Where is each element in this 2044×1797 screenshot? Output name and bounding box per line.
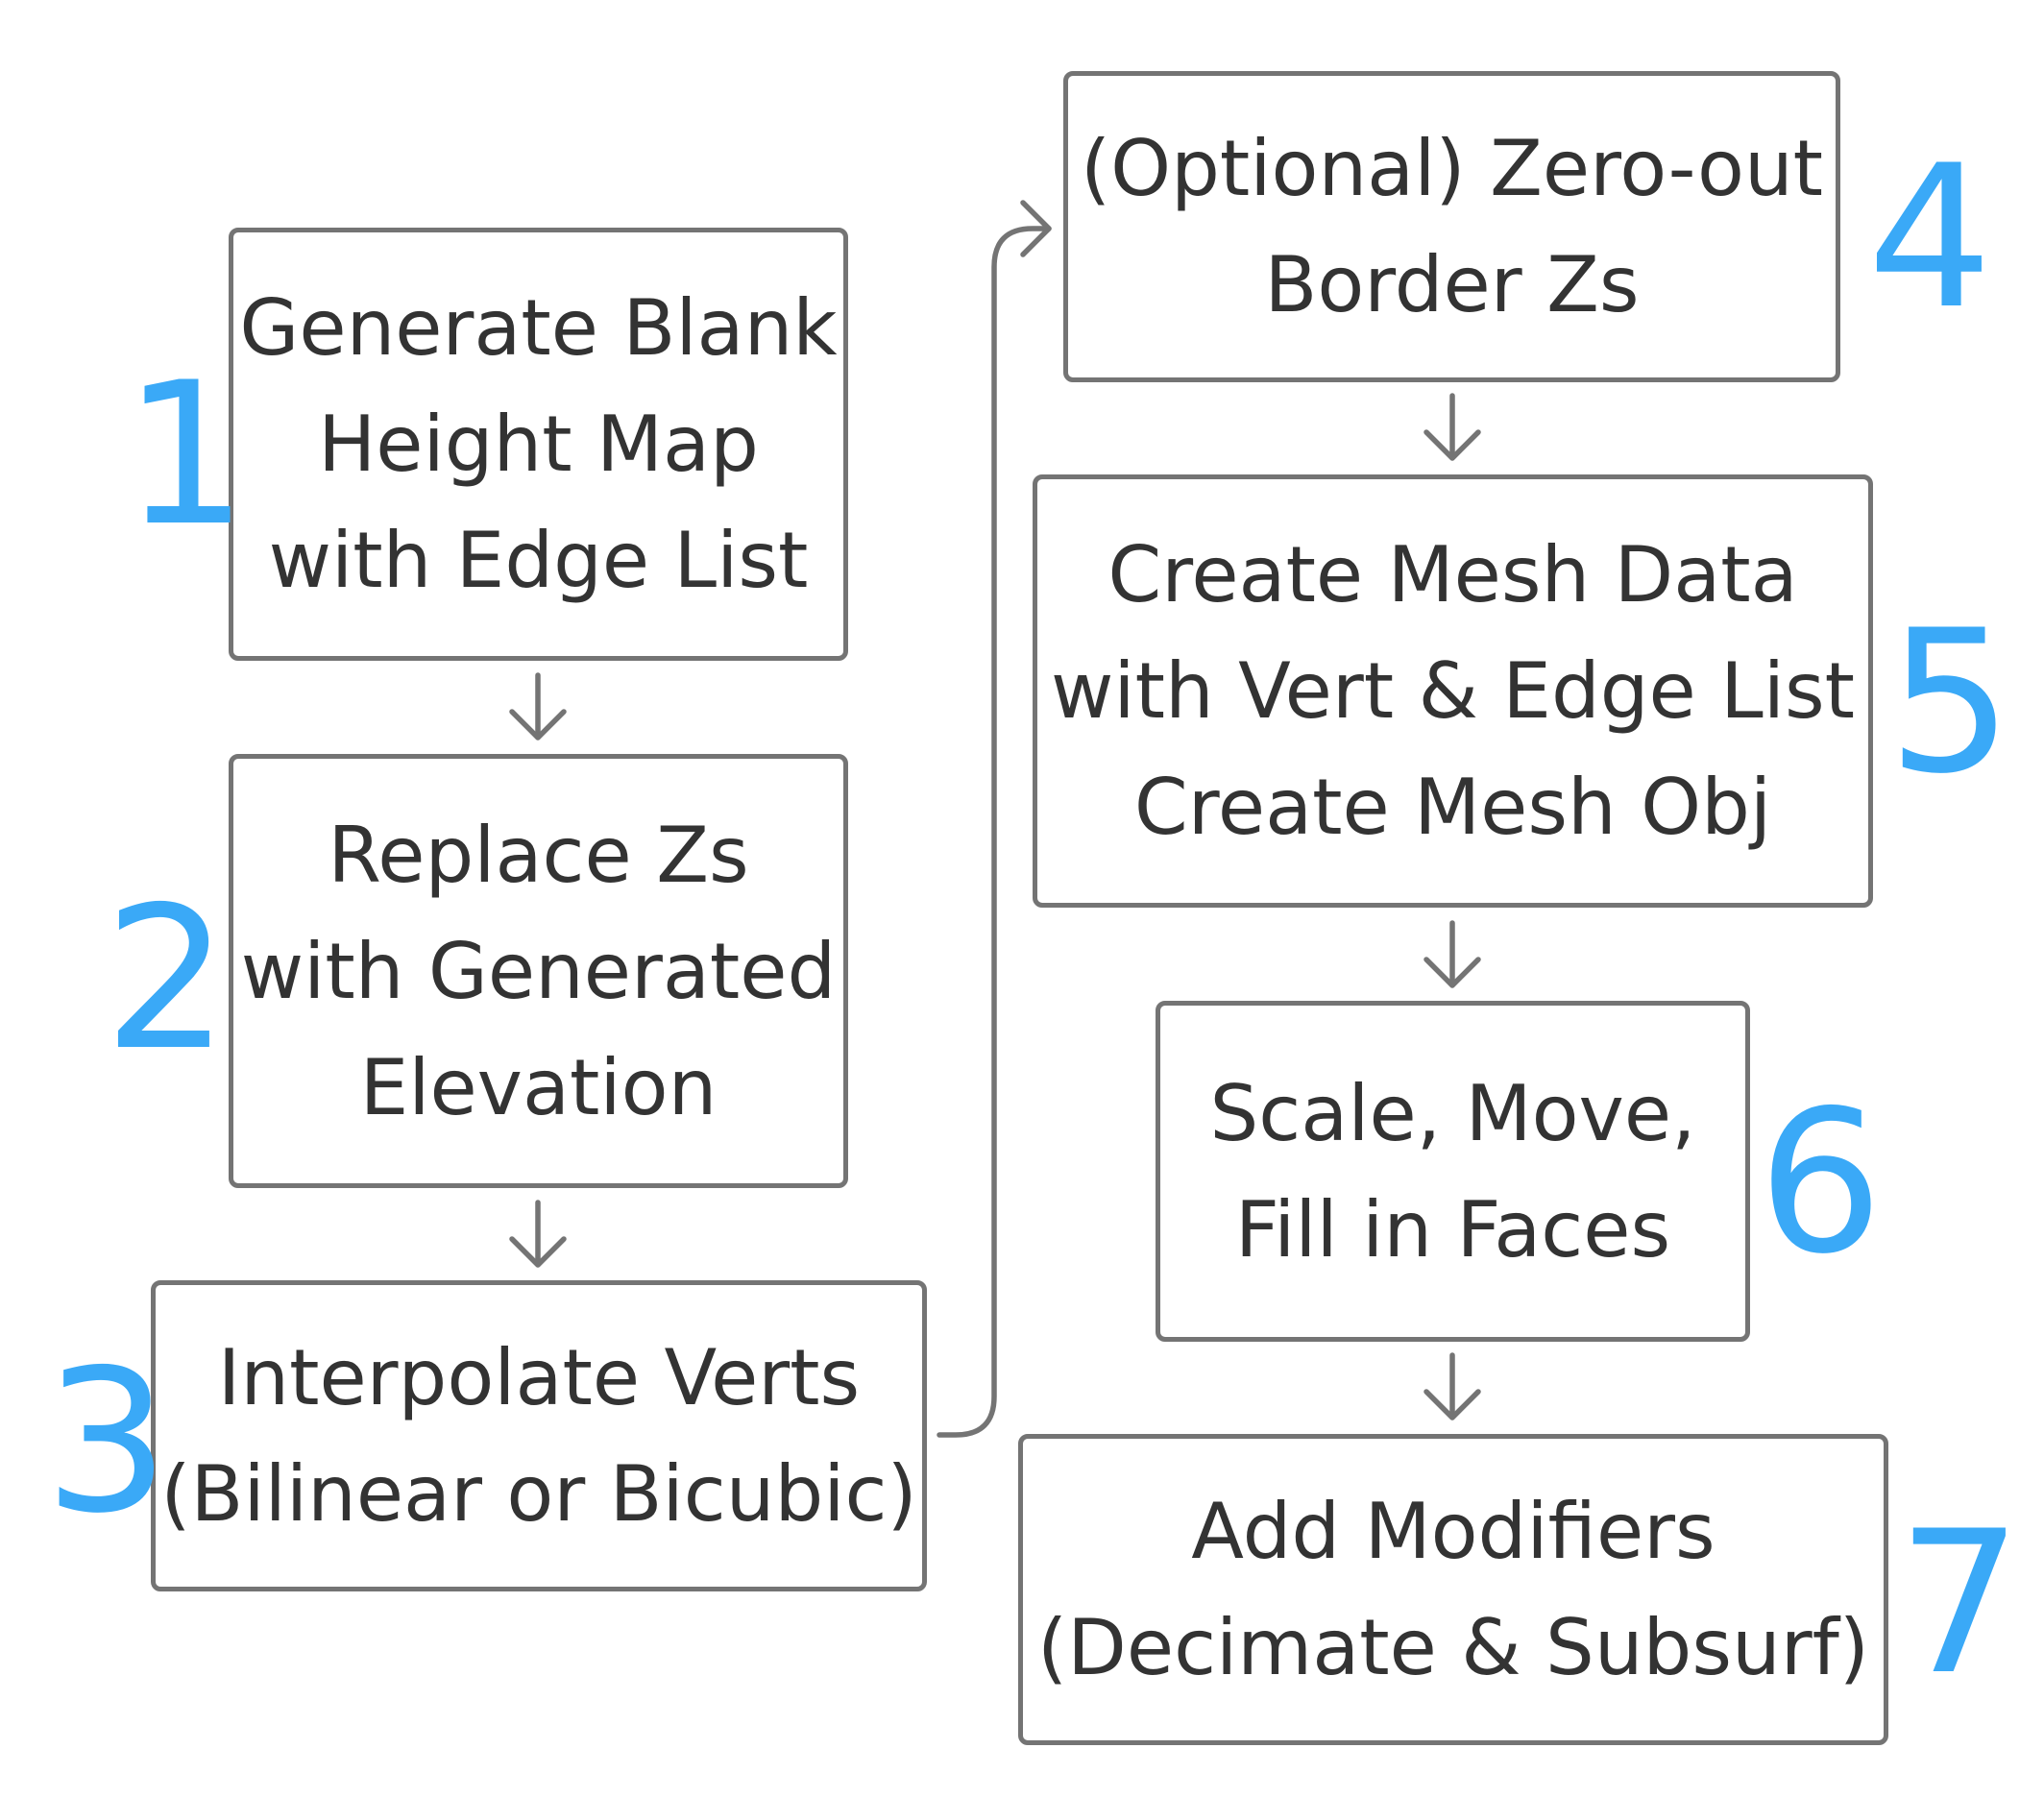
step-5-number: 5 (1887, 589, 2013, 817)
step-7-number: 7 (1897, 1490, 2023, 1718)
step-7-box: Add Modifiers (Decimate & Subsurf) (1018, 1434, 1888, 1745)
arrow-2-to-3 (509, 1200, 567, 1268)
arrow-1-to-2 (509, 672, 567, 741)
arrow-3-to-4 (937, 200, 1052, 1438)
step-6-box: Scale, Move, Fill in Faces (1156, 1001, 1750, 1342)
step-3-number: 3 (44, 1328, 170, 1557)
step-7-line-1: Add Modifiers (1191, 1487, 1716, 1576)
step-2-number: 2 (104, 865, 230, 1094)
step-6-line-1: Scale, Move, (1209, 1068, 1696, 1158)
step-4-number: 4 (1867, 124, 1993, 352)
step-5-line-1: Create Mesh Data (1107, 530, 1798, 619)
step-3-line-1: Interpolate Verts (217, 1333, 861, 1422)
step-2-line-3: Elevation (359, 1042, 718, 1132)
arrow-4-to-5 (1424, 393, 1481, 461)
step-6-number: 6 (1758, 1069, 1884, 1298)
step-7-line-2: (Decimate & Subsurf) (1037, 1603, 1869, 1692)
step-1-line-3: with Edge List (268, 516, 809, 605)
step-4-line-1: (Optional) Zero-out (1080, 124, 1824, 213)
arrow-5-to-6 (1424, 920, 1481, 988)
step-3-line-2: (Bilinear or Bicubic) (160, 1449, 917, 1539)
step-3-box: Interpolate Verts (Bilinear or Bicubic) (151, 1280, 927, 1591)
step-5-line-3: Create Mesh Obj (1133, 763, 1772, 852)
step-4-line-2: Border Zs (1264, 240, 1640, 329)
step-1-number: 1 (123, 341, 249, 570)
step-1-box: Generate Blank Height Map with Edge List (229, 228, 848, 661)
step-5-line-2: with Vert & Edge List (1051, 646, 1855, 736)
step-4-box: (Optional) Zero-out Border Zs (1063, 71, 1840, 382)
step-6-line-2: Fill in Faces (1234, 1184, 1671, 1275)
step-1-line-2: Height Map (318, 400, 759, 489)
step-1-line-1: Generate Blank (239, 283, 838, 373)
step-2-box: Replace Zs with Generated Elevation (229, 754, 848, 1188)
step-2-line-1: Replace Zs (328, 810, 749, 900)
step-5-box: Create Mesh Data with Vert & Edge List C… (1033, 474, 1873, 908)
step-2-line-2: with Generated (240, 926, 837, 1016)
arrow-6-to-7 (1424, 1352, 1481, 1421)
